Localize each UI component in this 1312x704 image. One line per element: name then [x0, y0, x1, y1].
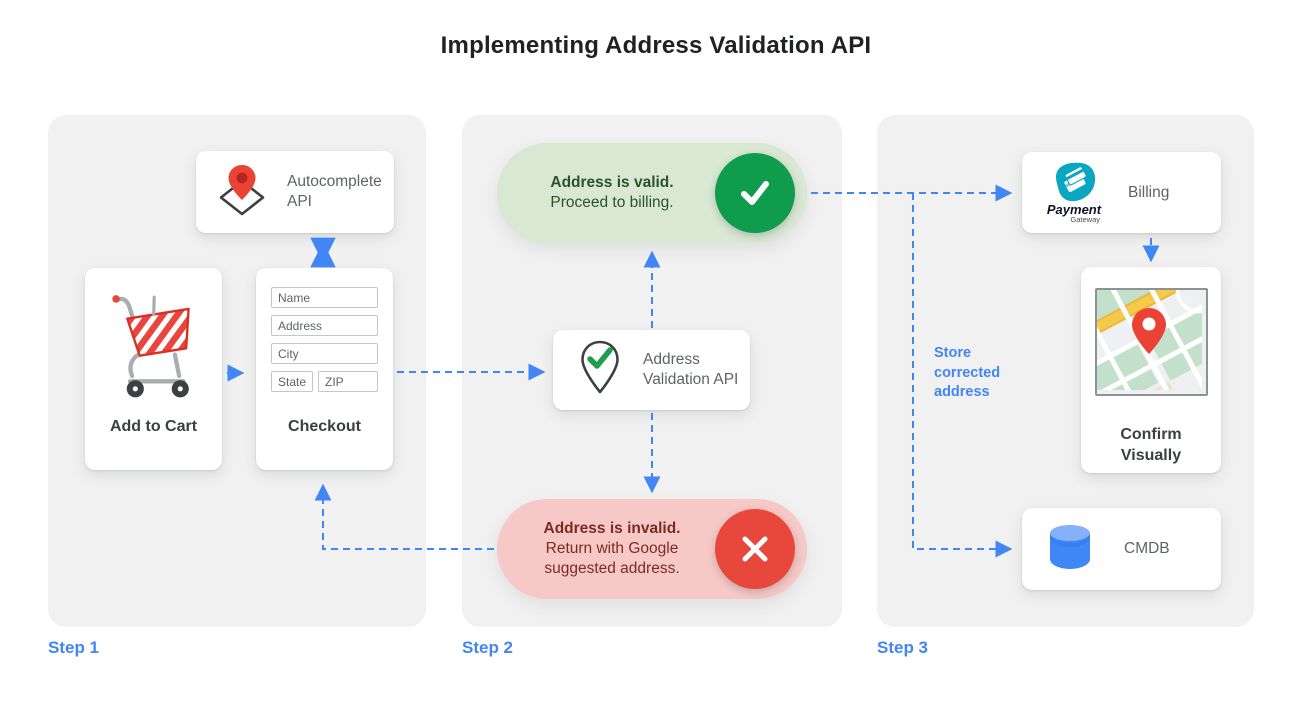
address-valid-headline: Address is valid. — [550, 174, 674, 191]
address-valid-banner: Address is valid. Proceed to billing. — [497, 143, 807, 243]
map-thumbnail — [1094, 288, 1208, 396]
address-validation-api-card: Address Validation API — [553, 330, 750, 410]
address-valid-subtext: Proceed to billing. — [550, 194, 674, 211]
address-validation-api-label: Address Validation API — [643, 351, 739, 388]
checkout-label: Checkout — [288, 418, 361, 435]
address-invalid-subtext: Return with Google suggested address. — [544, 540, 680, 577]
address-invalid-headline: Address is invalid. — [543, 520, 681, 537]
shopping-cart-icon — [100, 286, 207, 411]
city-field[interactable] — [271, 343, 378, 364]
confirm-visually-card: Confirm Visually — [1081, 267, 1221, 473]
address-invalid-text: Address is invalid. Return with Google s… — [523, 499, 701, 599]
step3-label: Step 3 — [877, 638, 929, 657]
add-to-cart-label: Add to Cart — [109, 418, 198, 435]
checkmark-circle-icon — [715, 153, 795, 233]
autocomplete-api-card: Autocomplete API — [196, 151, 394, 233]
cmdb-label: CMDB — [1124, 540, 1170, 557]
step2-label: Step 2 — [462, 638, 514, 657]
store-corrected-address-note: Store corrected address — [934, 345, 1001, 400]
address-invalid-banner: Address is invalid. Return with Google s… — [497, 499, 807, 599]
page-title: Implementing Address Validation API — [440, 32, 872, 59]
database-icon — [1042, 521, 1098, 578]
cmdb-card: CMDB — [1022, 508, 1221, 590]
state-field[interactable] — [271, 371, 313, 392]
name-field[interactable] — [271, 287, 378, 308]
address-field[interactable] — [271, 315, 378, 336]
map-pin-check-icon — [573, 338, 627, 403]
map-pin-diamond-icon — [214, 162, 270, 223]
payment-gateway-logo: Payment Gateway — [1038, 161, 1110, 224]
payment-logo-word: Payment — [1046, 202, 1102, 217]
address-valid-text: Address is valid. Proceed to billing. — [523, 143, 701, 243]
gateway-logo-word: Gateway — [1070, 215, 1100, 224]
autocomplete-api-label: Autocomplete API — [287, 173, 382, 210]
checkout-card: Checkout — [256, 268, 393, 470]
step1-label: Step 1 — [48, 638, 100, 657]
billing-label: Billing — [1128, 183, 1170, 201]
confirm-visually-label: Confirm Visually — [1120, 426, 1182, 464]
add-to-cart-card: Add to Cart — [85, 268, 222, 470]
zip-field[interactable] — [318, 371, 378, 392]
billing-card: Payment Gateway Billing — [1022, 152, 1221, 233]
x-circle-icon — [715, 509, 795, 589]
